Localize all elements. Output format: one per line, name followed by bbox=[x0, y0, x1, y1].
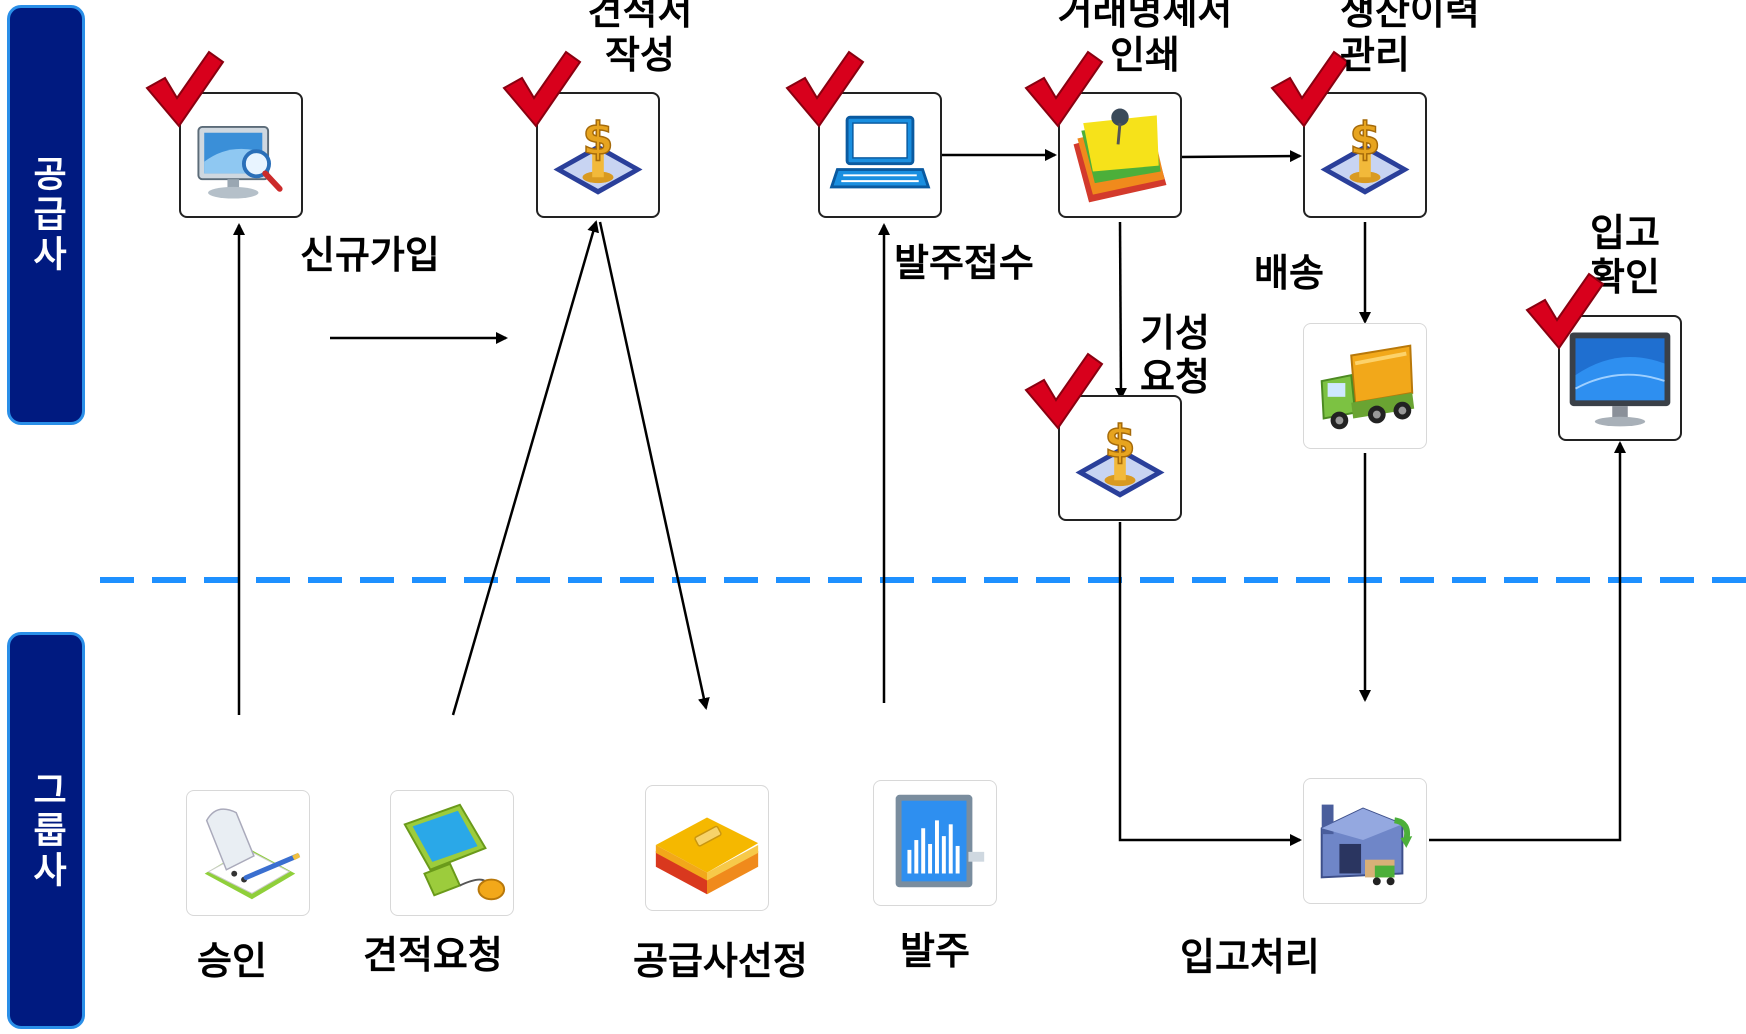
approval-node[interactable] bbox=[186, 790, 310, 916]
laptop-icon bbox=[829, 115, 931, 189]
truck-icon bbox=[1320, 344, 1415, 430]
svg-text:$: $ bbox=[1105, 417, 1136, 468]
lane-supplier-label: 공급사 bbox=[26, 155, 67, 275]
lane-supplier: 공급사 bbox=[7, 5, 85, 425]
dollar-plate-icon: $ bbox=[1075, 416, 1165, 498]
progress-request-node[interactable]: $ bbox=[1058, 395, 1182, 521]
invoice-print-label: 거래명세서 인쇄 bbox=[1057, 0, 1233, 77]
delivery-label: 배송 bbox=[1254, 251, 1324, 295]
quote-write-label: 견적서 작성 bbox=[587, 0, 693, 77]
monitor-search-icon bbox=[197, 125, 283, 199]
signup-node[interactable] bbox=[179, 92, 303, 218]
checkmark-icon bbox=[1525, 272, 1605, 350]
warehouse-icon bbox=[1320, 804, 1413, 886]
lane-group: 그룹사 bbox=[7, 632, 85, 1029]
notepad-pencil-icon bbox=[204, 808, 301, 900]
arrow-quote-request-to-quote bbox=[451, 220, 599, 716]
receiving-label: 입고처리 bbox=[1180, 935, 1320, 979]
svg-text:$: $ bbox=[583, 114, 614, 165]
receipt-confirm-label: 입고 확인 bbox=[1590, 211, 1660, 299]
svg-text:$: $ bbox=[1350, 114, 1381, 165]
arrow-receiving-to-confirm bbox=[1429, 441, 1626, 842]
supplier-select-node[interactable] bbox=[645, 785, 769, 911]
arrow-invoice-to-history bbox=[1179, 150, 1302, 163]
arrow-invoice-to-progress bbox=[1114, 221, 1127, 400]
order-receipt-node[interactable] bbox=[818, 92, 942, 218]
sticky-notes-icon bbox=[1073, 108, 1167, 203]
progress-request-label: 기성 요청 bbox=[1140, 311, 1210, 399]
computer-mouse-icon bbox=[403, 803, 506, 901]
checkmark-icon bbox=[502, 50, 582, 128]
quote-request-label: 견적요청 bbox=[363, 933, 503, 977]
receiving-node[interactable] bbox=[1303, 778, 1427, 904]
arrow-quote-to-supplier-select bbox=[598, 221, 710, 710]
checkmark-icon bbox=[145, 50, 225, 128]
monitor-icon bbox=[1569, 332, 1671, 427]
approval-label: 승인 bbox=[197, 939, 267, 983]
dollar-plate-icon: $ bbox=[553, 113, 643, 195]
order-node[interactable] bbox=[873, 780, 997, 906]
production-history-label: 생산이력 관리 bbox=[1340, 0, 1480, 77]
receipt-confirm-node[interactable] bbox=[1558, 315, 1682, 441]
invoice-print-node[interactable] bbox=[1058, 92, 1182, 218]
supplier-select-label: 공급사선정 bbox=[633, 939, 808, 983]
folder-stack-icon bbox=[655, 817, 759, 895]
order-label: 발주 bbox=[900, 929, 970, 973]
checkmark-icon bbox=[1024, 50, 1104, 128]
quote-request-node[interactable] bbox=[390, 790, 514, 916]
arrow-progress-to-receiving bbox=[1118, 522, 1302, 846]
chart-screen-icon bbox=[895, 794, 985, 888]
quote-write-node[interactable]: $ bbox=[536, 92, 660, 218]
checkmark-icon bbox=[1024, 352, 1104, 430]
lane-group-label: 그룹사 bbox=[26, 770, 67, 891]
delivery-node[interactable] bbox=[1303, 323, 1427, 449]
checkmark-icon bbox=[785, 50, 865, 128]
checkmark-icon bbox=[1270, 50, 1350, 128]
production-history-node[interactable]: $ bbox=[1303, 92, 1427, 218]
order-receipt-label: 발주접수 bbox=[894, 241, 1034, 285]
dollar-plate-icon: $ bbox=[1320, 113, 1410, 195]
signup-label: 신규가입 bbox=[300, 233, 440, 277]
